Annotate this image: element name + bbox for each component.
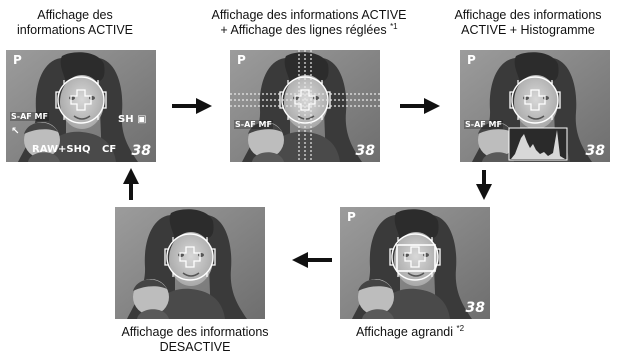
- mode-indicator: P: [237, 53, 246, 67]
- caption-info-grid: Affichage des informations ACTIVE + Affi…: [189, 8, 429, 38]
- flash-icon: ↖: [11, 126, 20, 137]
- frames-remaining: 38: [585, 143, 605, 159]
- caption-line: Affichage des informations: [454, 8, 602, 22]
- footnote-mark: *2: [456, 323, 465, 333]
- shake-badge: SH ▣: [118, 114, 147, 125]
- caption-info-off: Affichage des informations DESACTIVE: [80, 325, 310, 355]
- arrow-right-icon: [400, 98, 440, 114]
- caption-line: Affichage des: [37, 8, 113, 22]
- screen-photo: [115, 207, 265, 319]
- caption-zoom: Affichage agrandi *2: [330, 323, 490, 340]
- grid-lines: [230, 50, 380, 162]
- screen-info-grid: P S-AF MF 38: [230, 50, 380, 162]
- mode-indicator: P: [347, 210, 356, 224]
- arrow-up-icon: [123, 168, 139, 200]
- screen-zoom: P 38: [340, 207, 490, 319]
- caption-line: Affichage agrandi *2: [330, 323, 490, 340]
- screen-info-on: P S-AF MF ↖ SH ▣ RAW+SHQ CF 38: [6, 50, 156, 162]
- stabilizer-icon: ▣: [137, 114, 147, 125]
- frames-remaining: 38: [465, 300, 485, 316]
- af-mode-badge: S-AF MF: [10, 112, 49, 121]
- caption-line: informations ACTIVE: [16, 23, 133, 37]
- arrow-right-icon: [172, 98, 212, 114]
- zoom-frame: [396, 244, 436, 272]
- screen-photo: [340, 207, 490, 319]
- af-mode-badge: S-AF MF: [464, 120, 503, 129]
- frames-remaining: 38: [355, 143, 375, 159]
- caption-line: Affichage des informations ACTIVE: [211, 8, 407, 22]
- shake-label: SH: [118, 114, 134, 125]
- caption-text: Affichage agrandi: [355, 325, 454, 339]
- screen-photo: [230, 50, 380, 162]
- caption-text: + Affichage des lignes réglées: [220, 23, 387, 37]
- caption-line: Affichage des informations: [121, 325, 269, 339]
- arrow-down-icon: [476, 170, 492, 200]
- caption-line: ACTIVE + Histogramme: [461, 23, 595, 37]
- caption-info-histogram: Affichage des informations ACTIVE + Hist…: [438, 8, 618, 38]
- caption-line: DESACTIVE: [159, 340, 231, 354]
- footnote-mark: *1: [390, 21, 398, 31]
- arrow-left-icon: [292, 252, 332, 268]
- screen-photo: [460, 50, 610, 162]
- caption-info-on: Affichage des informations ACTIVE: [0, 8, 150, 38]
- screen-info-off: [115, 207, 265, 319]
- mode-indicator: P: [13, 53, 22, 67]
- record-mode: RAW+SHQ: [32, 144, 91, 155]
- mode-indicator: P: [467, 53, 476, 67]
- card-indicator: CF: [102, 144, 117, 155]
- frames-remaining: 38: [131, 143, 151, 159]
- screen-info-histogram: P S-AF MF 38: [460, 50, 610, 162]
- caption-line: + Affichage des lignes réglées *1: [189, 21, 429, 38]
- af-mode-badge: S-AF MF: [234, 120, 273, 129]
- histogram: [508, 127, 568, 161]
